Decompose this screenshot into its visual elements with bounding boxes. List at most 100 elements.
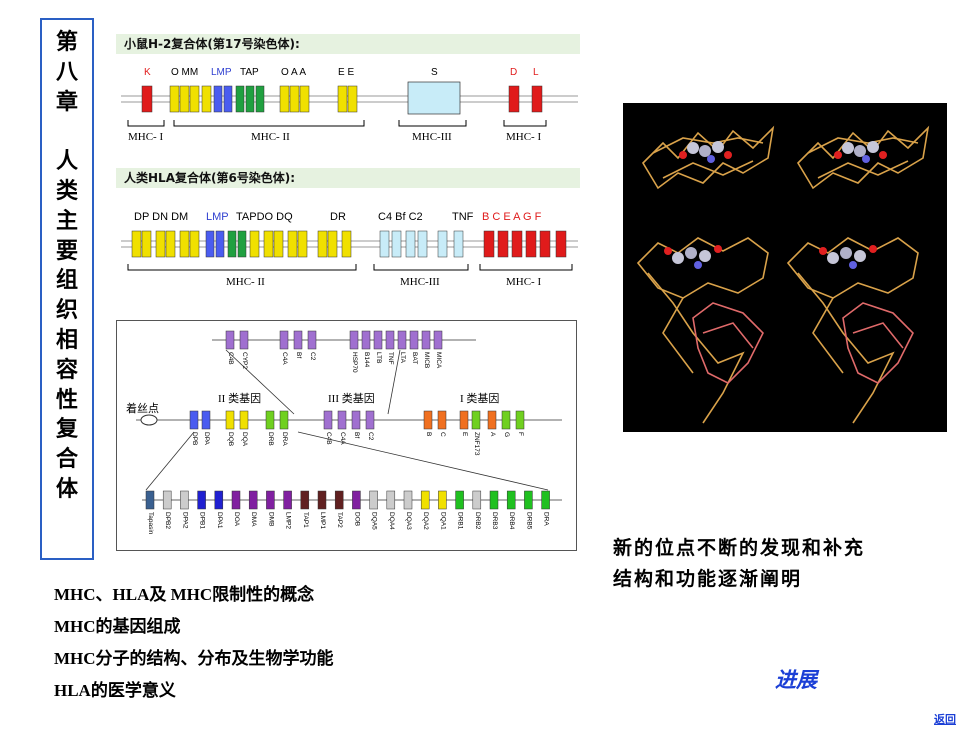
menu-item-mhc-genes[interactable]: MHC的基因组成 xyxy=(54,617,181,636)
mouse-label-l: L xyxy=(533,67,539,78)
gene-label: DRB xyxy=(267,432,274,446)
gene-label: MICA xyxy=(435,352,442,369)
gene-box xyxy=(197,490,206,510)
gene-box xyxy=(349,330,359,350)
human-group-3: MHC- I xyxy=(506,276,541,288)
gene-box xyxy=(501,410,511,430)
gene-box xyxy=(369,490,378,510)
gene-label: C4A xyxy=(339,432,346,445)
gene-label: A xyxy=(489,432,496,437)
chapter-char: 主 xyxy=(55,207,78,234)
gene-label: Bf xyxy=(353,432,360,438)
gene-label: LTA xyxy=(399,352,406,364)
menu-item-mhc-structure[interactable]: MHC分子的结构、分布及生物学功能 xyxy=(54,649,334,668)
gene-box xyxy=(307,330,317,350)
gene-label: DPA1 xyxy=(216,512,223,529)
chapter-char: 容 xyxy=(55,356,78,383)
gene-label: DQA2 xyxy=(422,512,429,530)
gene-box xyxy=(283,490,292,510)
gene-label: CYP2 xyxy=(241,352,248,369)
gene-label: Bf xyxy=(295,352,302,358)
gene-label: DRB4 xyxy=(508,512,515,530)
mouse-label-s: S xyxy=(431,67,438,78)
gene-label: DPA xyxy=(203,432,210,446)
gene-label: DRA xyxy=(543,512,550,526)
gene-box xyxy=(225,330,235,350)
menu-item-hla-significance[interactable]: HLA的医学意义 xyxy=(54,681,176,700)
gene-label: C2 xyxy=(367,432,374,441)
chapter-char: 组 xyxy=(55,267,78,294)
gene-box xyxy=(265,410,275,430)
centromere-label: 着丝点 xyxy=(126,401,159,415)
mouse-group-1: MHC- I xyxy=(128,131,163,143)
gene-box xyxy=(472,490,482,510)
human-hla-diagram: DP DN DM LMP TAPDO DQ DR C4 Bf C2 TNF B … xyxy=(121,211,578,288)
gene-label: DQA xyxy=(241,432,248,447)
gene-box xyxy=(266,490,275,510)
menu-item-mhc-concept[interactable]: MHC、HLA及 MHC限制性的概念 xyxy=(54,585,315,604)
gene-label: DQA1 xyxy=(439,512,446,530)
gene-box xyxy=(438,490,447,510)
gene-box xyxy=(323,410,333,430)
gene-label: DMB xyxy=(267,512,274,526)
gene-box xyxy=(279,410,289,430)
gene-box xyxy=(145,490,155,510)
gene-label: C xyxy=(439,432,446,437)
chapter-char: 体 xyxy=(55,475,78,502)
gene-box xyxy=(421,330,431,350)
gene-label: DOA xyxy=(233,512,240,527)
gene-box xyxy=(459,410,469,430)
gene-label: C4A xyxy=(281,352,288,365)
chapter-char: 章 xyxy=(55,88,78,115)
gene-label: DPA2 xyxy=(181,512,188,529)
gene-k xyxy=(141,85,153,113)
gene-label: DRB5 xyxy=(525,512,532,530)
centromere-icon xyxy=(140,414,158,426)
chapter-title-box: 第八章 人类主要组织相容性复合体 xyxy=(40,18,94,560)
class3-label: III 类基因 xyxy=(328,391,375,405)
gene-label: DPB2 xyxy=(164,512,171,529)
human-label-lmp: LMP xyxy=(206,211,229,223)
mouse-h2-diagram: K O MM LMP TAP O A A E E S D L MHC- I MH… xyxy=(121,67,578,143)
protein-structure-image xyxy=(623,103,947,432)
gene-box xyxy=(471,410,481,430)
mouse-label-lmp: LMP xyxy=(211,67,232,78)
gene-label: DQB xyxy=(227,432,234,446)
gene-box xyxy=(351,410,361,430)
gene-box xyxy=(293,330,303,350)
chapter-char: 人 xyxy=(55,148,78,175)
progress-link[interactable]: 进展 xyxy=(775,667,817,692)
human-hla-header: 人类HLA复合体(第6号染色体): xyxy=(116,168,580,188)
gene-label: DRA xyxy=(281,432,288,446)
gene-box xyxy=(162,490,172,510)
gene-box xyxy=(423,410,433,430)
gene-label: TAP2 xyxy=(336,512,343,528)
chapter-char: 相 xyxy=(55,326,78,353)
mouse-group-2: MHC- II xyxy=(251,131,290,143)
gene-label: C2 xyxy=(309,352,316,361)
gene-label: DOB xyxy=(353,512,360,526)
human-label-dr: DR xyxy=(330,211,346,223)
gene-label: Tapasin xyxy=(147,512,154,535)
mouse-label-o-mm: O MM xyxy=(171,67,198,78)
gene-box xyxy=(409,330,419,350)
gene-box xyxy=(489,490,499,510)
human-label-tnf: TNF xyxy=(452,211,474,223)
human-label-dp-dn-dm: DP DN DM xyxy=(134,211,188,223)
complement-region-s xyxy=(407,81,461,115)
back-link[interactable]: 返回 xyxy=(934,713,956,726)
gene-label: C4B xyxy=(227,352,234,365)
gene-box xyxy=(385,330,395,350)
gene-box xyxy=(239,410,249,430)
gene-box xyxy=(361,330,371,350)
gene-box xyxy=(279,330,289,350)
chapter-char: 织 xyxy=(55,297,78,324)
gene-label: LMP2 xyxy=(285,512,292,529)
chapter-char: 合 xyxy=(55,446,78,473)
gene-box xyxy=(524,490,533,510)
gene-label: TAP1 xyxy=(302,512,309,528)
gene-box xyxy=(455,490,464,510)
